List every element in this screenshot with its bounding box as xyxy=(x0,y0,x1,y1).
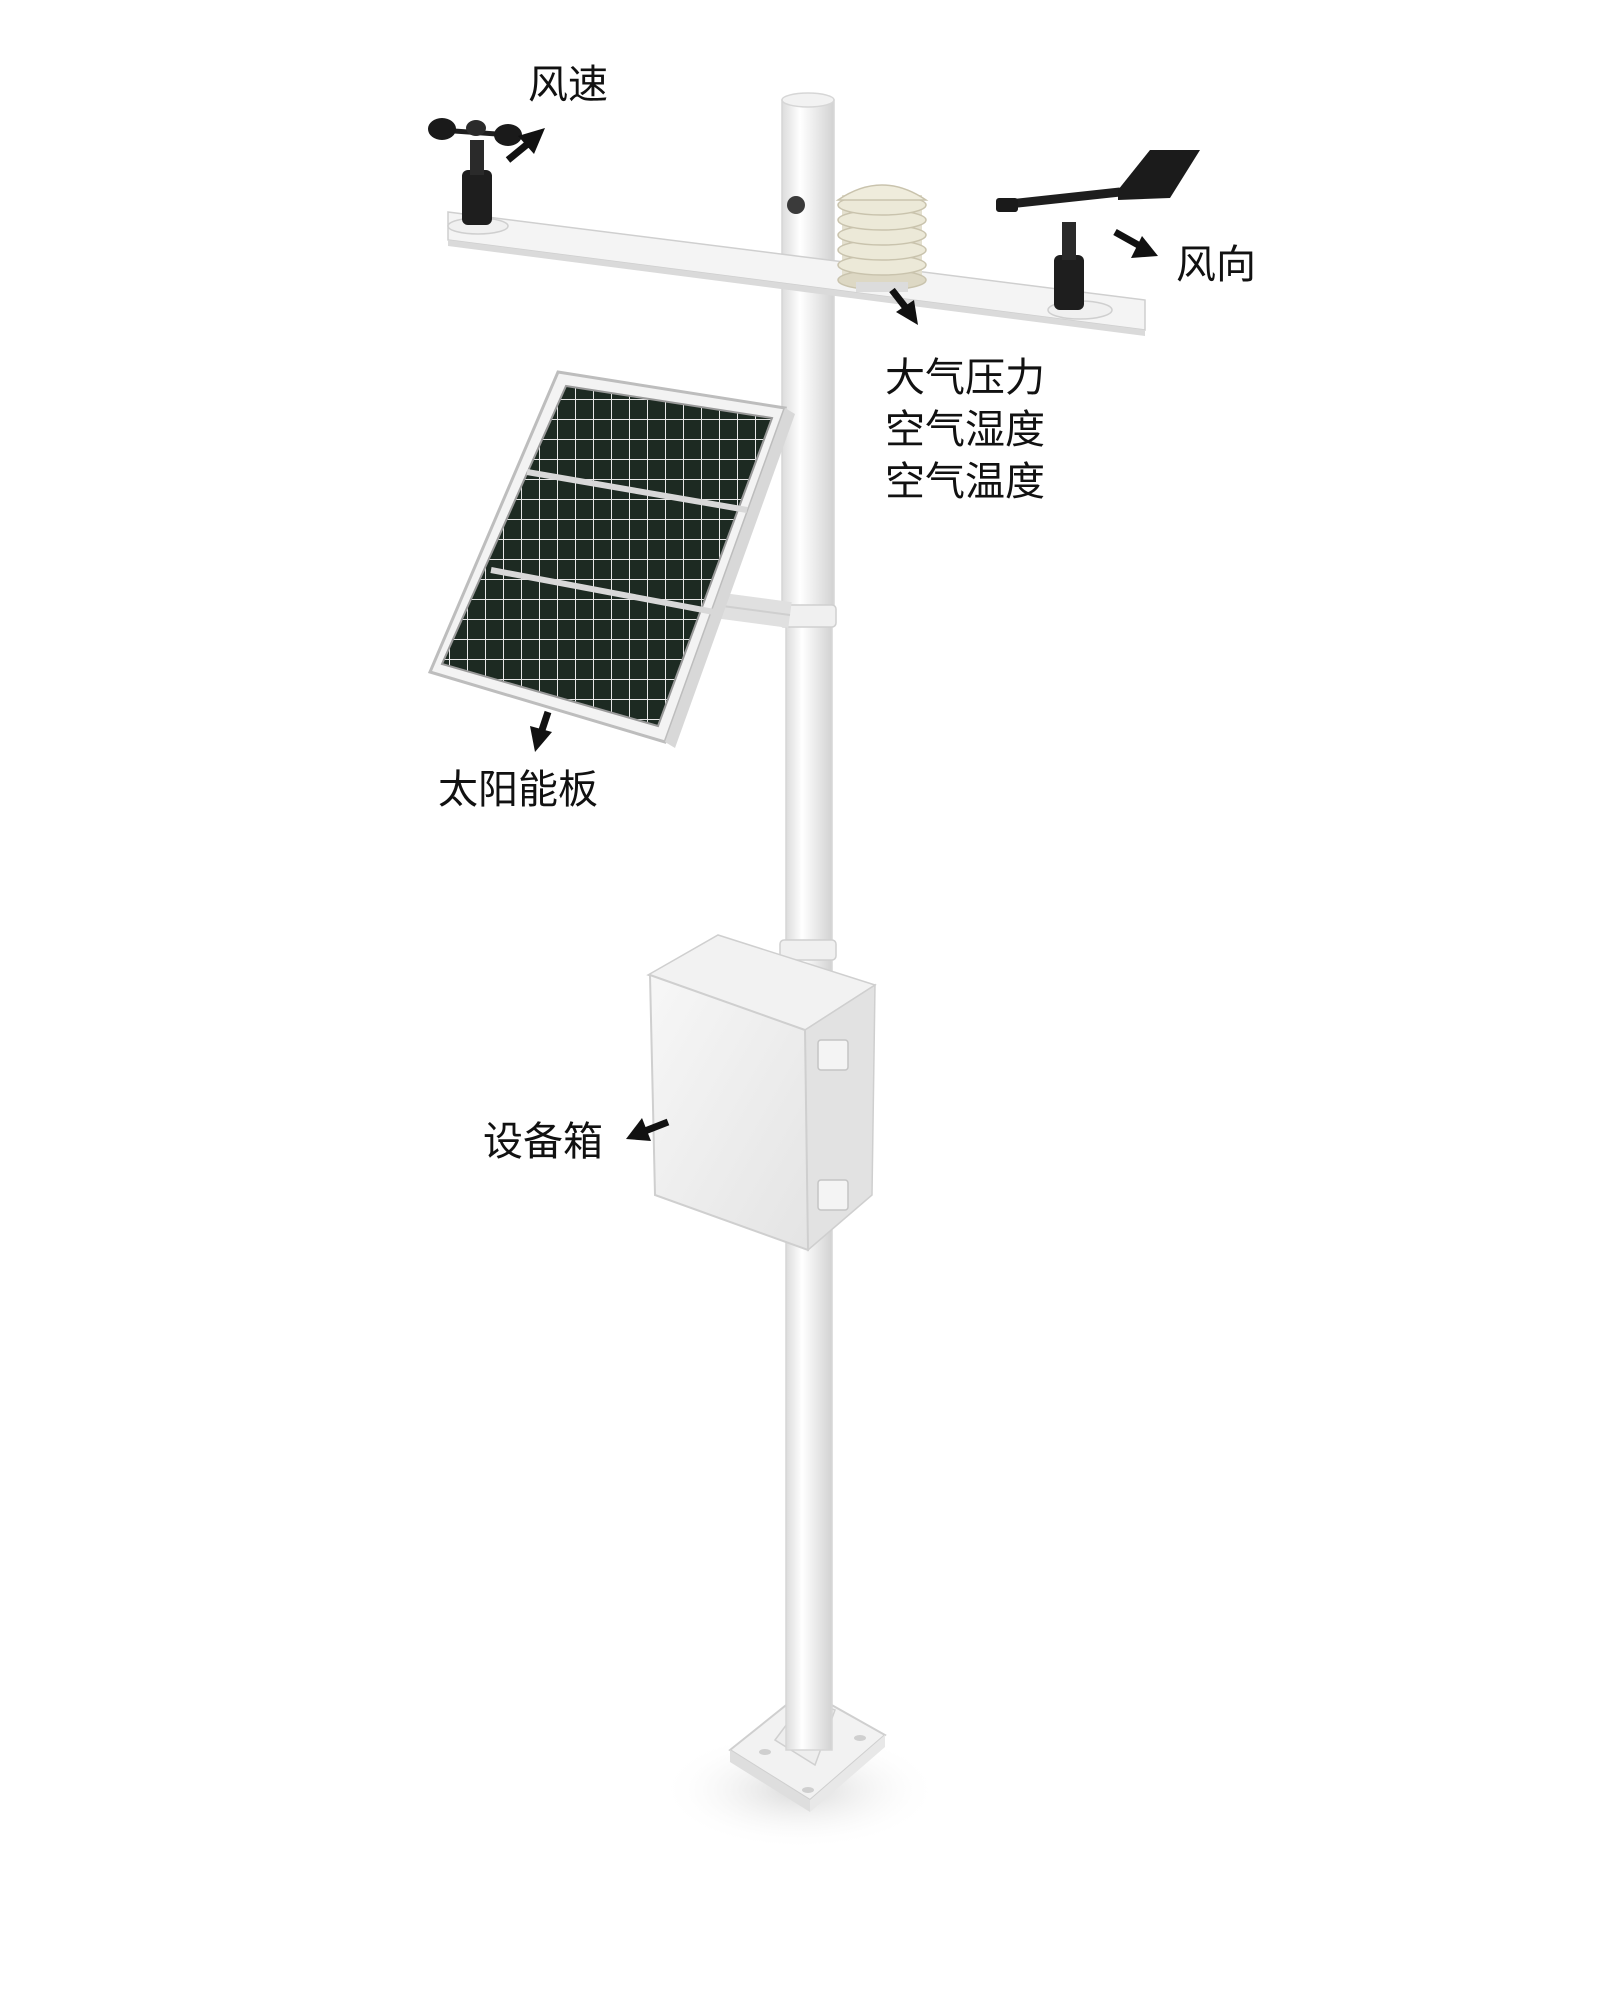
label-solar-panel: 太阳能板 xyxy=(438,767,598,813)
arrow-equipment-box xyxy=(626,1118,670,1141)
wind-vane xyxy=(996,150,1200,310)
anemometer xyxy=(428,118,522,225)
label-temperature: 空气温度 xyxy=(885,459,1045,505)
arrow-wind-speed xyxy=(505,128,545,163)
label-humidity: 空气湿度 xyxy=(885,407,1045,453)
arrows xyxy=(505,128,1158,1141)
arrow-wind-direction xyxy=(1113,228,1158,258)
arrow-solar-panel xyxy=(530,710,552,752)
equipment-box xyxy=(646,934,877,1252)
main-pole xyxy=(779,92,837,1751)
label-equipment-box: 设备箱 xyxy=(483,1119,603,1165)
label-wind-direction: 风向 xyxy=(1176,242,1256,288)
solar-panel xyxy=(427,370,795,748)
radiation-shield xyxy=(835,184,929,292)
label-shield-sensors: 大气压力 空气湿度 空气温度 xyxy=(885,358,1045,502)
label-pressure: 大气压力 xyxy=(885,355,1045,401)
label-wind-speed: 风速 xyxy=(528,62,608,108)
arrow-shield xyxy=(889,287,918,325)
